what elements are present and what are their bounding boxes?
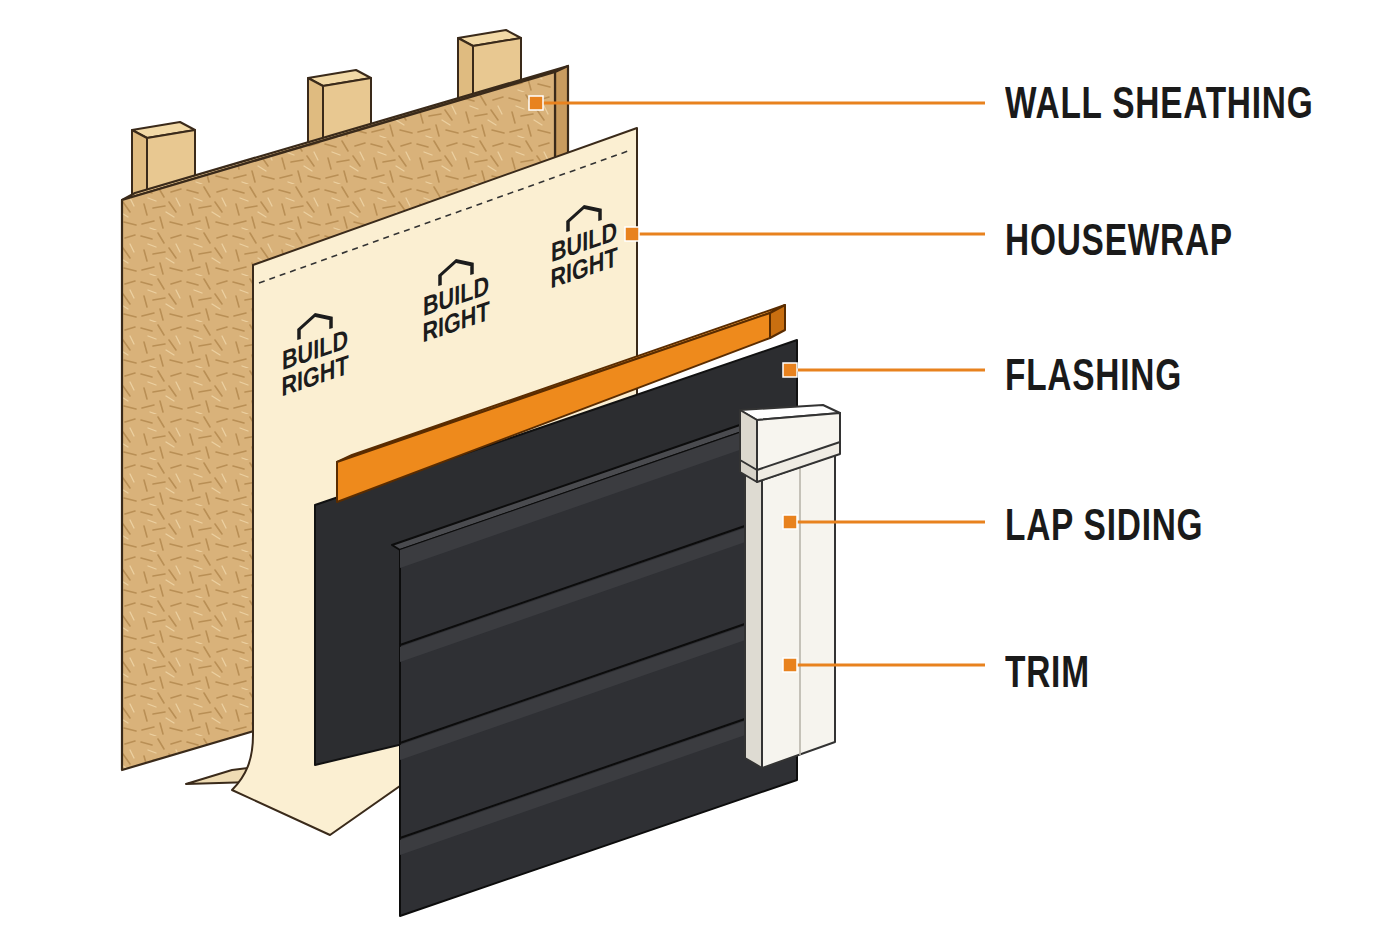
lap-siding-boards [392, 408, 797, 916]
trim-board [740, 405, 840, 768]
leader-dots [529, 96, 797, 672]
callout-label: LAP SIDING [1005, 503, 1203, 547]
callout-label: TRIM [1005, 650, 1090, 694]
callout-label: HOUSEWRAP [1005, 218, 1233, 262]
leader-lines [542, 103, 985, 665]
callout-label: WALL SHEATHING [1005, 81, 1314, 125]
callout-label: FLASHING [1005, 353, 1182, 397]
